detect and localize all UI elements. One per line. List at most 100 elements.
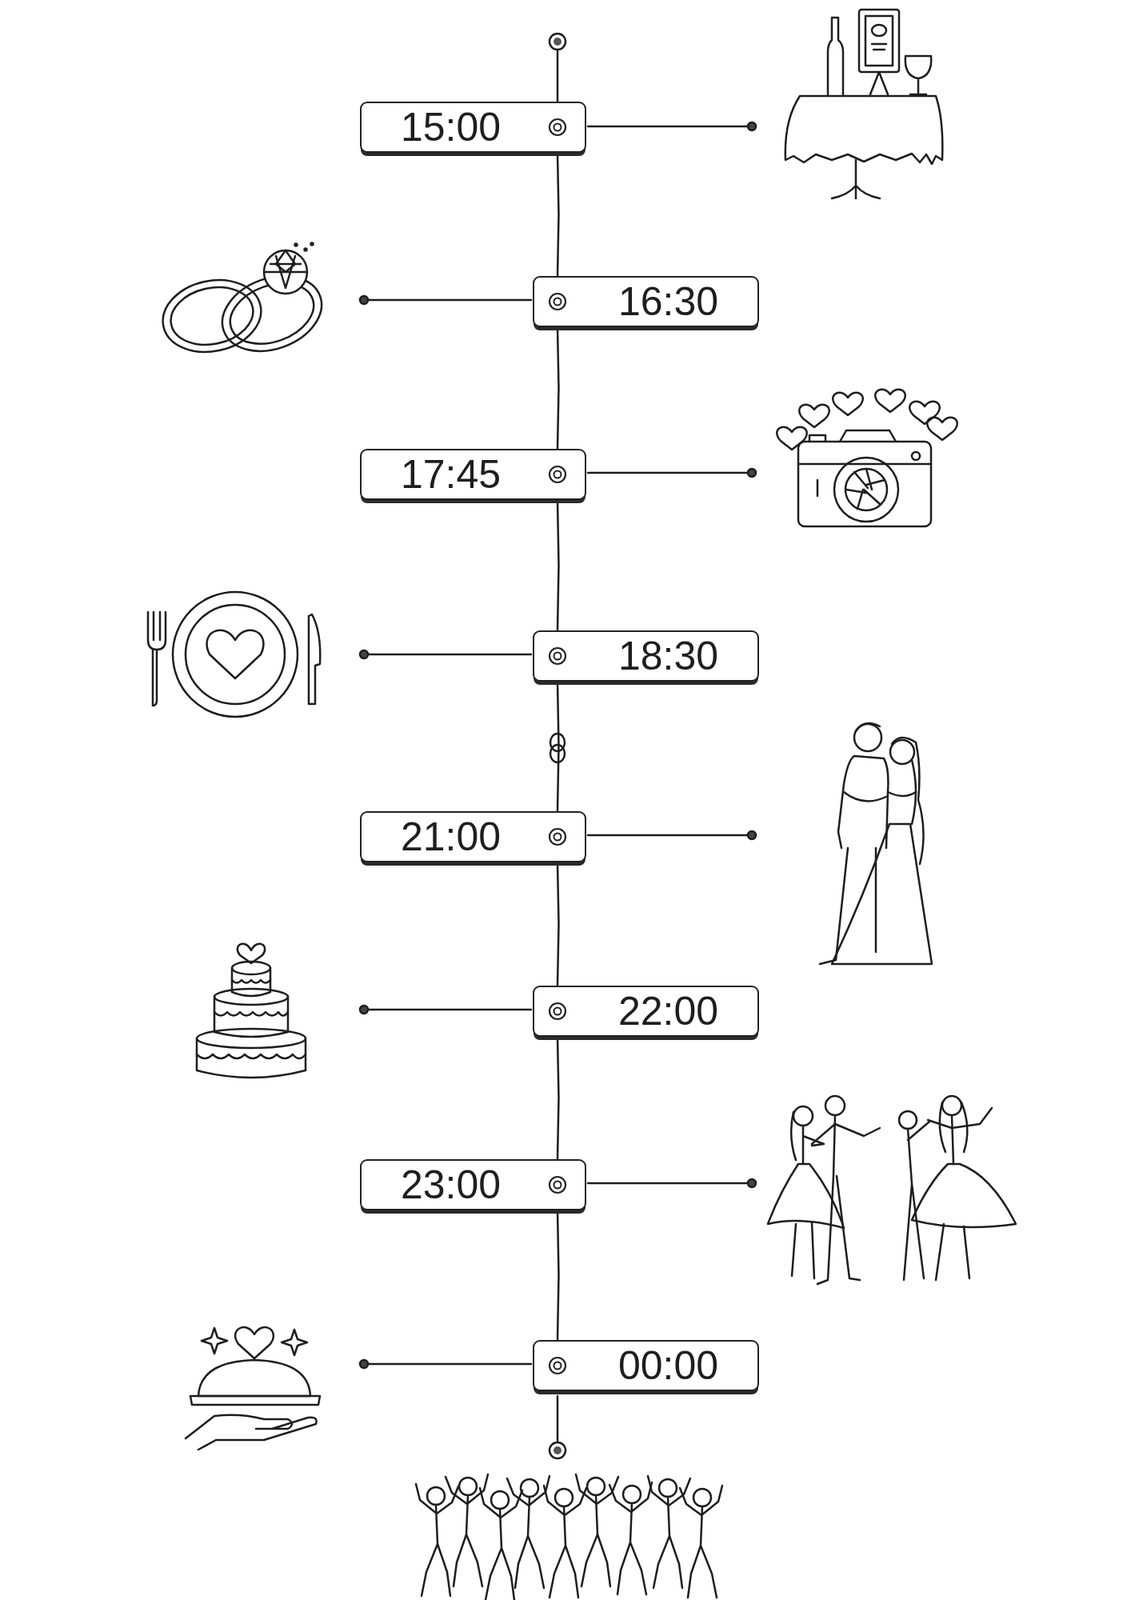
plate-icon-part: [172, 591, 298, 717]
cloche-icon-part: [198, 1359, 311, 1396]
leader-line-part: [367, 1362, 532, 1366]
time-box: 15:00: [359, 101, 587, 153]
leader-line-part: [367, 653, 532, 656]
target-mark: [547, 291, 568, 312]
time-label: 18:30: [618, 635, 719, 676]
time-box: 17:45: [359, 448, 587, 500]
timeline-stub-part: [549, 1442, 566, 1459]
target-core: [553, 1181, 561, 1189]
target-core: [553, 1007, 561, 1016]
target-core: [553, 833, 561, 841]
time-label: 21:00: [400, 816, 501, 857]
leader-line-part: [747, 122, 756, 131]
dancing-couples-icon-part: [825, 1095, 845, 1116]
target-ring: [549, 119, 566, 136]
couple-icon-part: [854, 723, 882, 752]
cake-icon-part: [237, 943, 265, 964]
dancing-couples-icon-part: [942, 1095, 962, 1116]
table-icon-part: [871, 24, 887, 36]
time-label: 00:00: [618, 1345, 719, 1386]
table-icon-part: [870, 43, 888, 95]
couple-icon-part: [855, 723, 880, 732]
rings-icon-part: [263, 250, 308, 294]
timeline-connector: [557, 499, 560, 631]
plate-icon: [147, 591, 320, 717]
leader-line-part: [747, 468, 756, 477]
cloche-icon: [185, 1326, 320, 1450]
plate-icon-part: [147, 611, 166, 706]
table-icon-part: [831, 159, 880, 199]
leader-line-part: [587, 834, 748, 837]
rings-icon-part: [265, 250, 306, 288]
crowd-icon: [415, 1474, 723, 1600]
time-box: 16:30: [532, 275, 760, 328]
time-label: 22:00: [618, 991, 719, 1032]
camera-icon-part: [875, 389, 905, 412]
crowd-icon-part: [609, 1482, 652, 1595]
cake-icon-part: [196, 1054, 306, 1059]
couple-icon-part: [831, 791, 932, 964]
plate-icon-part: [308, 614, 320, 704]
cloche-icon-part: [185, 1414, 317, 1450]
time-box: 22:00: [532, 985, 760, 1037]
leader-line-part: [587, 471, 748, 475]
cloche-icon-part: [235, 1326, 274, 1359]
dancing-couples-icon-part: [791, 1222, 815, 1279]
camera-icon-part: [809, 430, 896, 442]
timeline-connector: [557, 681, 560, 812]
couple-icon-part: [819, 791, 888, 964]
target-mark: [547, 826, 568, 848]
leader-line-part: [747, 831, 756, 840]
camera-icon-part: [909, 401, 940, 424]
cake-icon-part: [231, 979, 271, 984]
table-icon: [785, 9, 944, 199]
camera-icon-part: [846, 468, 885, 509]
dancing-couples-icon-part: [935, 1223, 970, 1280]
timeline-stub-part: [549, 33, 566, 50]
table-icon-part: [785, 95, 944, 164]
timeline-stub: [549, 33, 566, 1459]
dancing-couples-icon-part: [899, 1111, 917, 1129]
leader-line-part: [587, 125, 748, 128]
camera-icon-part: [927, 417, 957, 440]
crowd-icon-part: [415, 1483, 459, 1596]
couple-icon-part: [838, 755, 888, 848]
cake-icon-part: [196, 1028, 306, 1048]
camera-icon-part: [776, 427, 807, 450]
couple-icon: [819, 723, 932, 964]
leader-line-part: [359, 1005, 368, 1014]
target-ring: [549, 1357, 566, 1374]
rings-icon-part: [295, 243, 298, 247]
timeline-connector: [557, 152, 560, 276]
crowd-icon-part: [507, 1475, 550, 1588]
rings-icon: [155, 243, 332, 365]
dancing-couples-icon-part: [791, 1111, 824, 1164]
timeline-stub-part: [553, 37, 562, 46]
leader-line-part: [359, 650, 368, 659]
time-label: 17:45: [400, 454, 501, 495]
cloche-icon-part: [201, 1327, 228, 1354]
camera-icon-part: [832, 392, 863, 416]
target-ring: [549, 647, 566, 664]
timeline-connector: [557, 327, 560, 449]
cake-icon-part: [214, 988, 288, 1005]
target-core: [553, 123, 561, 132]
time-label: 16:30: [618, 281, 719, 322]
target-core: [553, 298, 561, 306]
target-mark: [547, 645, 568, 667]
table-icon-part: [859, 9, 900, 72]
target-mark: [547, 1174, 568, 1195]
timeline-stub-part: [556, 1395, 560, 1441]
target-mark: [547, 463, 568, 485]
timeline-stub-part: [556, 51, 560, 102]
dancing-couples-icon: [767, 1095, 1016, 1284]
cloche-icon-part: [281, 1329, 308, 1355]
table-icon-part: [827, 17, 844, 95]
cake-icon-part: [231, 961, 271, 975]
crowd-icon-part: [543, 1485, 587, 1598]
leader-line-part: [359, 295, 368, 304]
crowd-icon-part: [647, 1475, 691, 1588]
target-mark: [547, 1000, 568, 1022]
time-box: 21:00: [359, 811, 587, 863]
